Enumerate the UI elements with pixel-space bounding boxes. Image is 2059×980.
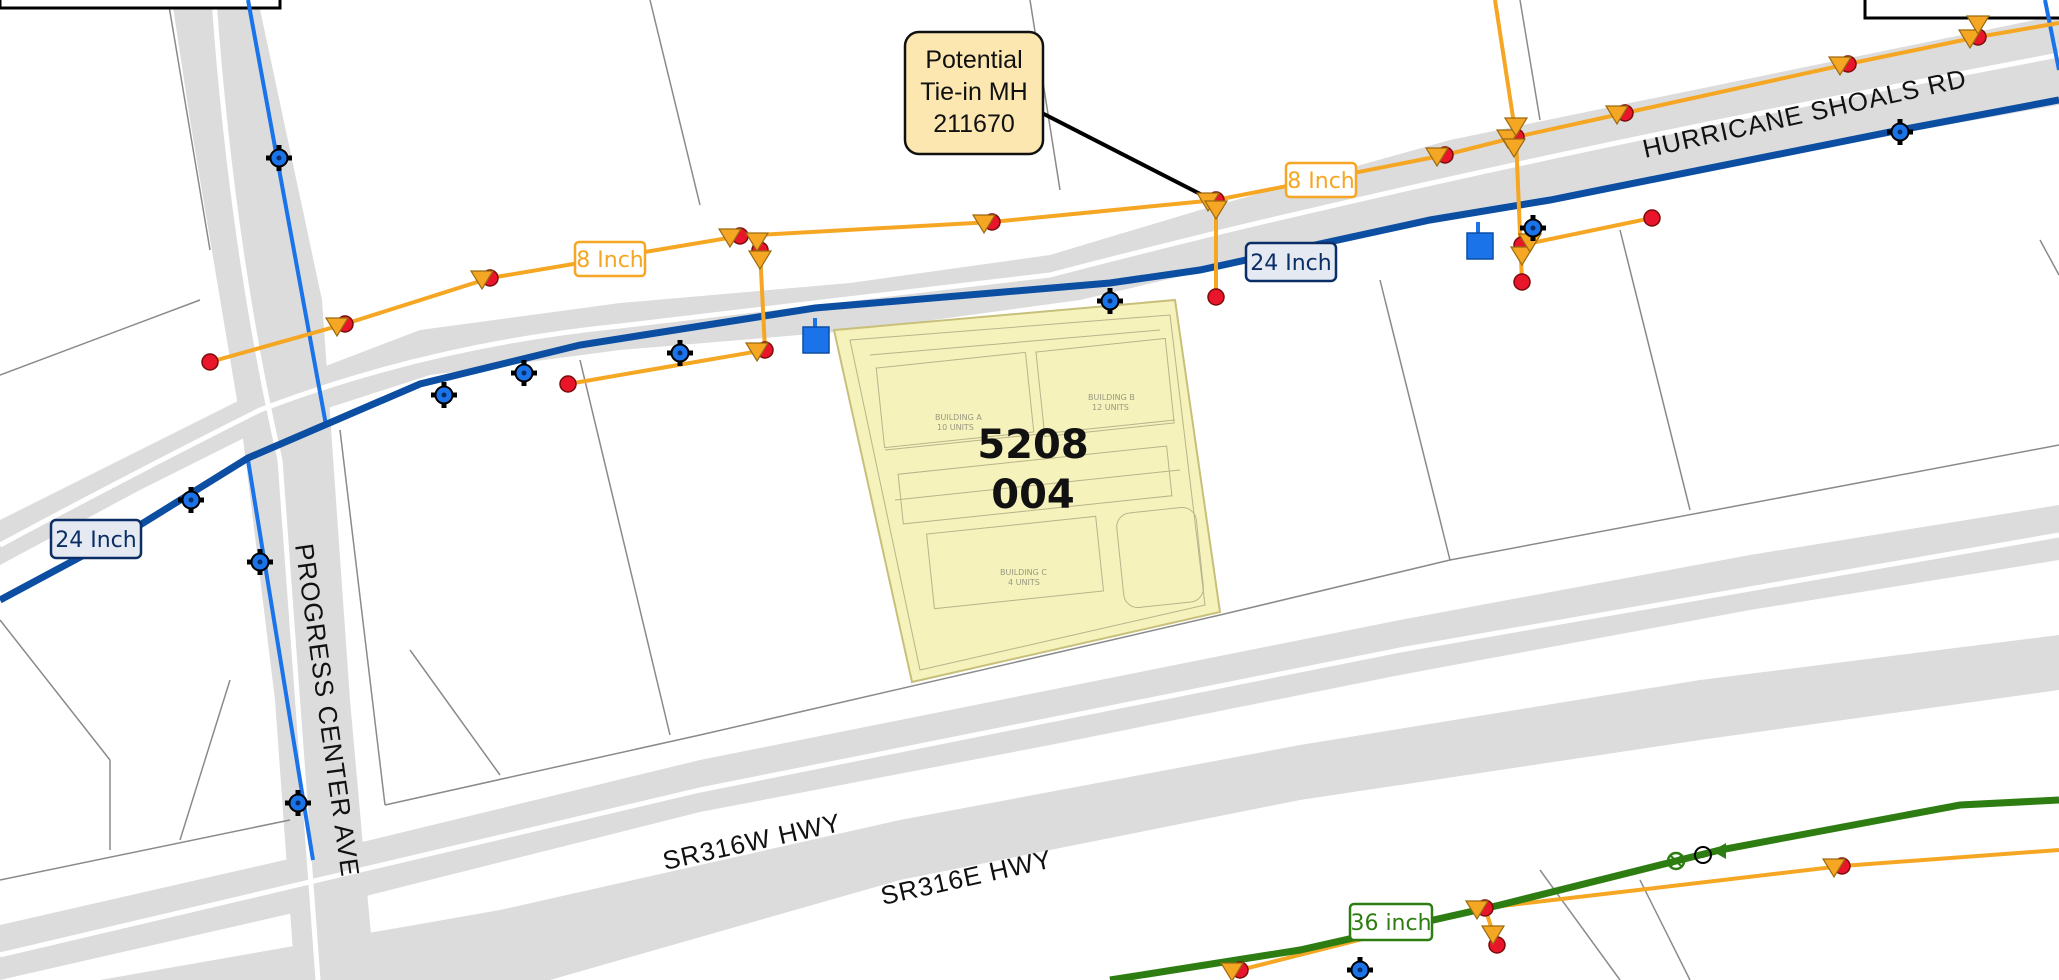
svg-text:4 UNITS: 4 UNITS (1008, 578, 1040, 587)
sewer-manhole-icon (201, 353, 219, 371)
parcel-id-line1: 5208 (977, 422, 1088, 468)
svg-text:36 inch: 36 inch (1350, 911, 1431, 936)
water-lateral-east (2043, 0, 2059, 71)
water-meter-icon (802, 326, 830, 354)
pipe-label-sewer-8in-left: 8 Inch (573, 240, 647, 278)
force-main-valve-icon (1712, 843, 1726, 859)
sewer-branch-east-2 (1521, 216, 1653, 247)
progress-center-road (172, 0, 375, 980)
force-main-valve-icon (1666, 851, 1686, 871)
svg-text:12 UNITS: 12 UNITS (1092, 403, 1129, 412)
svg-text:24 Inch: 24 Inch (55, 528, 136, 553)
parcel-id-line2: 004 (991, 472, 1075, 518)
pipe-label-water-24in-right: 24 Inch (1244, 241, 1338, 283)
water-lateral-progress-south (246, 459, 315, 861)
inset-frame-right (1863, 0, 2059, 20)
tie-in-callout[interactable]: Potential Tie-in MH 211670 (903, 30, 1045, 156)
pipe-label-water-24in-left: 24 Inch (49, 518, 143, 560)
sewer-manhole-icon (559, 375, 577, 393)
callout-line1: Potential (925, 46, 1022, 74)
callout-leader-line (1039, 110, 1213, 202)
svg-text:8 Inch: 8 Inch (576, 248, 643, 273)
svg-text:BUILDING C: BUILDING C (1000, 568, 1047, 577)
water-main-24in (0, 96, 2059, 604)
svg-text:24 Inch: 24 Inch (1250, 251, 1331, 276)
sewer-manhole-icon (1513, 273, 1531, 291)
site-plan-labels: BUILDING A 10 UNITS BUILDING B 12 UNITS … (935, 393, 1135, 587)
callout-line3: 211670 (933, 110, 1015, 138)
pipe-label-sewer-8in-right: 8 Inch (1284, 161, 1358, 199)
water-lateral-progress-north (246, 0, 328, 426)
svg-text:8 Inch: 8 Inch (1287, 169, 1354, 194)
svg-text:BUILDING B: BUILDING B (1088, 393, 1135, 402)
force-main-36in (1109, 796, 2059, 980)
site-parcel[interactable]: BUILDING A 10 UNITS BUILDING B 12 UNITS … (832, 298, 1222, 684)
pipe-label-force-36in: 36 inch (1348, 902, 1434, 942)
svg-text:10 UNITS: 10 UNITS (937, 423, 974, 432)
water-laterals (246, 0, 2059, 861)
site-parcel-outline (832, 298, 1222, 684)
sr316e-road (100, 635, 2059, 980)
force-main-valve-icon (1694, 846, 1712, 864)
callout-box (903, 30, 1045, 156)
water-meter-icon (1466, 232, 1494, 260)
inset-frame-left (0, 0, 282, 10)
sewer-manhole-icon (1643, 209, 1661, 227)
force-main-valves[interactable] (1666, 843, 1726, 871)
site-plan-drawing (849, 314, 1206, 671)
svg-text:BUILDING A: BUILDING A (935, 413, 982, 422)
callout-line2: Tie-in MH (920, 78, 1027, 106)
sewer-manhole-icon (1207, 288, 1225, 306)
